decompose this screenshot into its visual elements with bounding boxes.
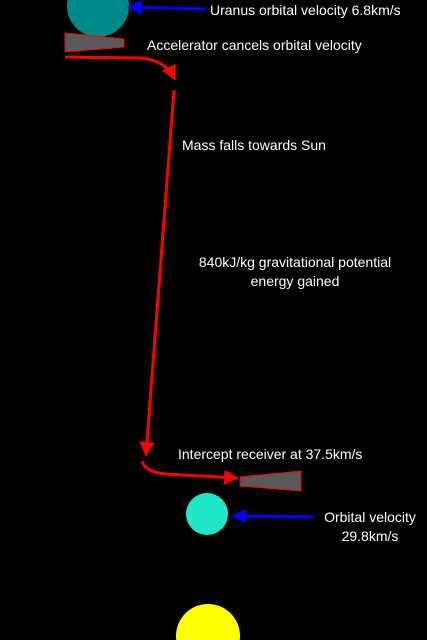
uranus-planet xyxy=(67,0,129,37)
earth-velocity-label: Orbital velocity 29.8km/s xyxy=(314,509,426,545)
mass-falls-label: Mass falls towards Sun xyxy=(182,137,326,153)
accelerator-label: Accelerator cancels orbital velocity xyxy=(147,37,362,53)
uranus-velocity-label: Uranus orbital velocity 6.8km/s xyxy=(210,2,401,18)
accelerator-device xyxy=(64,32,125,53)
sun xyxy=(176,604,240,640)
energy-label-line2: energy gained xyxy=(250,273,340,289)
earth-velocity-label-line1: Orbital velocity xyxy=(324,509,416,525)
uranus-velocity-arrow xyxy=(127,0,206,15)
energy-label-line1: 840kJ/kg gravitational potential xyxy=(198,254,392,270)
receiver-device xyxy=(239,470,302,492)
earth-velocity-label-line2: 29.8km/s xyxy=(341,528,399,544)
energy-label: 840kJ/kg gravitational potential energy … xyxy=(180,254,410,290)
accelerator-exit-arrow xyxy=(64,55,176,81)
intercept-curve-arrow xyxy=(140,460,239,485)
intercept-label: Intercept receiver at 37.5km/s xyxy=(178,446,363,462)
falling-trajectory-arrow xyxy=(139,89,176,457)
earth-velocity-arrow xyxy=(231,508,314,524)
earth-planet xyxy=(186,493,228,535)
